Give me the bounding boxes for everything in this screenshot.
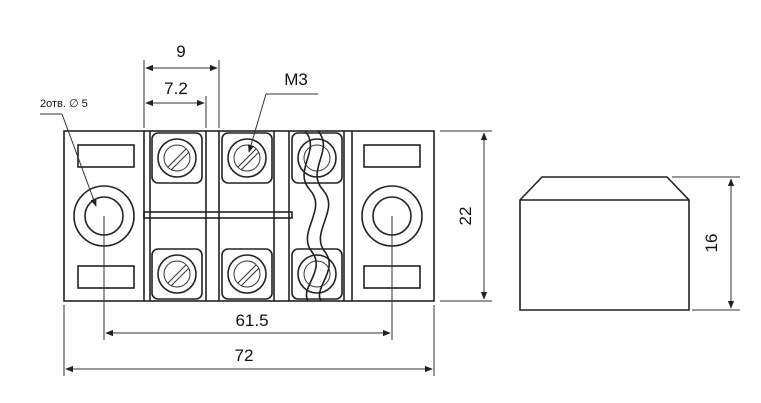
dim-height-label: 22 <box>456 207 475 226</box>
screw-terminal <box>221 248 273 300</box>
dim-side-height-label: 16 <box>702 234 721 253</box>
left-bottom-slot <box>77 265 135 289</box>
block-body-outline <box>63 130 435 302</box>
side-view: 16 <box>519 176 740 311</box>
left-top-slot <box>77 144 135 168</box>
leader-line <box>61 113 97 207</box>
side-profile-outline <box>519 176 690 311</box>
front-view <box>63 130 435 302</box>
front-dimensions: 9 7.2 M3 2отв. ∅ 5 22 61.5 72 <box>40 42 492 376</box>
screw-terminal <box>151 132 203 184</box>
screw-terminal <box>151 248 203 300</box>
screw-terminal <box>221 132 273 184</box>
break-line <box>316 130 331 302</box>
break-line <box>303 130 318 302</box>
leader-line <box>247 93 267 153</box>
screw-terminal <box>291 248 343 300</box>
dim-holes-label: 2отв. ∅ 5 <box>40 98 88 110</box>
dim-total-label: 72 <box>235 346 254 365</box>
dim-mount-label: 61.5 <box>235 311 268 330</box>
dim-pitch-label: 9 <box>176 42 185 61</box>
dim-screw-label: M3 <box>284 70 308 89</box>
dim-inner-label: 7.2 <box>164 79 188 98</box>
right-top-slot <box>363 144 421 168</box>
center-groove <box>143 211 293 219</box>
